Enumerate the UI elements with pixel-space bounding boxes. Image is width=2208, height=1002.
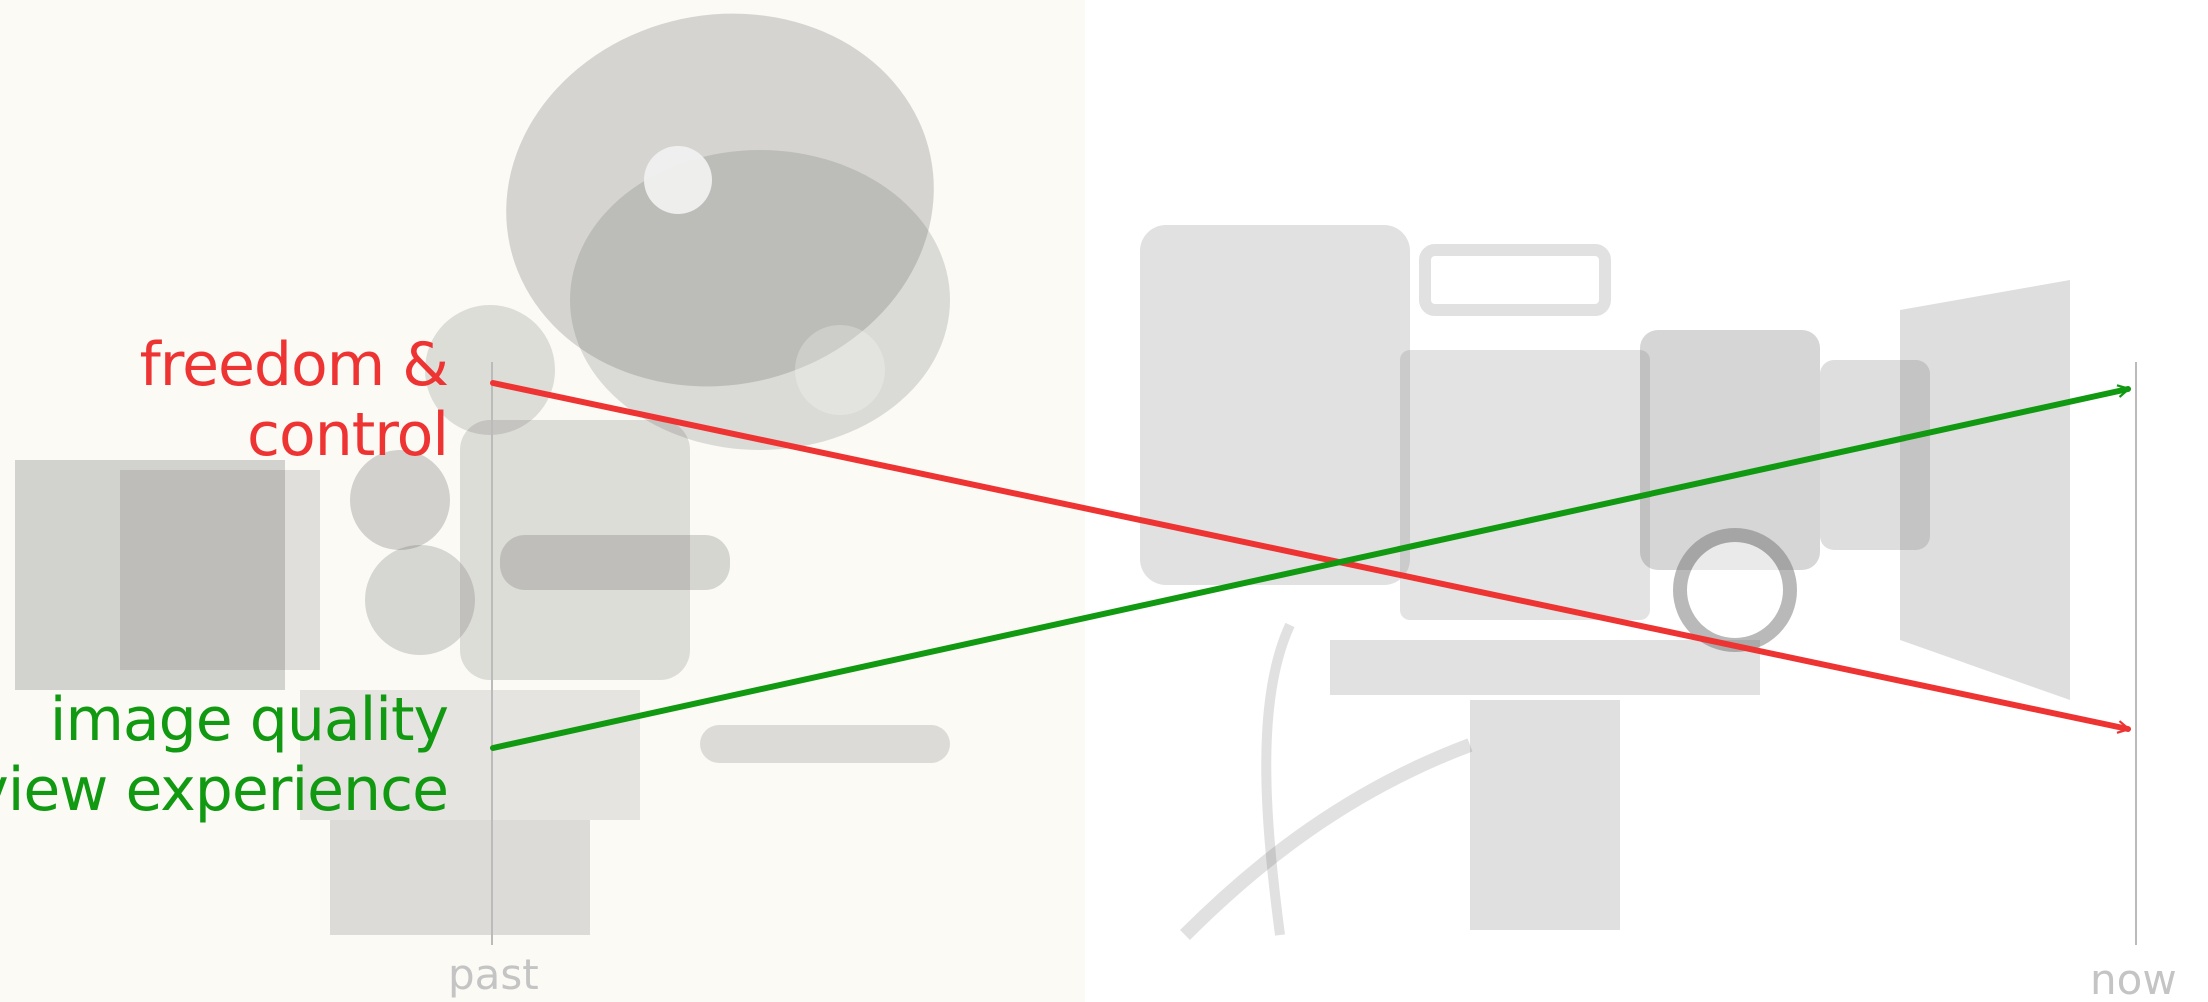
- now-axis-label: now: [2090, 955, 2177, 1002]
- freedom-control-label: freedom & control: [140, 330, 448, 470]
- freedom-label-line2: control: [140, 400, 448, 470]
- quality-label-line1: image quality: [0, 685, 448, 755]
- past-axis-label: past: [448, 950, 539, 1000]
- freedom-label-line1: freedom &: [140, 330, 448, 400]
- image-quality-label: image quality view experience: [0, 685, 448, 825]
- freedom-control-decreasing-arrow: [493, 383, 2128, 729]
- image-quality-increasing-arrow: [493, 389, 2128, 748]
- quality-label-line2: view experience: [0, 755, 448, 825]
